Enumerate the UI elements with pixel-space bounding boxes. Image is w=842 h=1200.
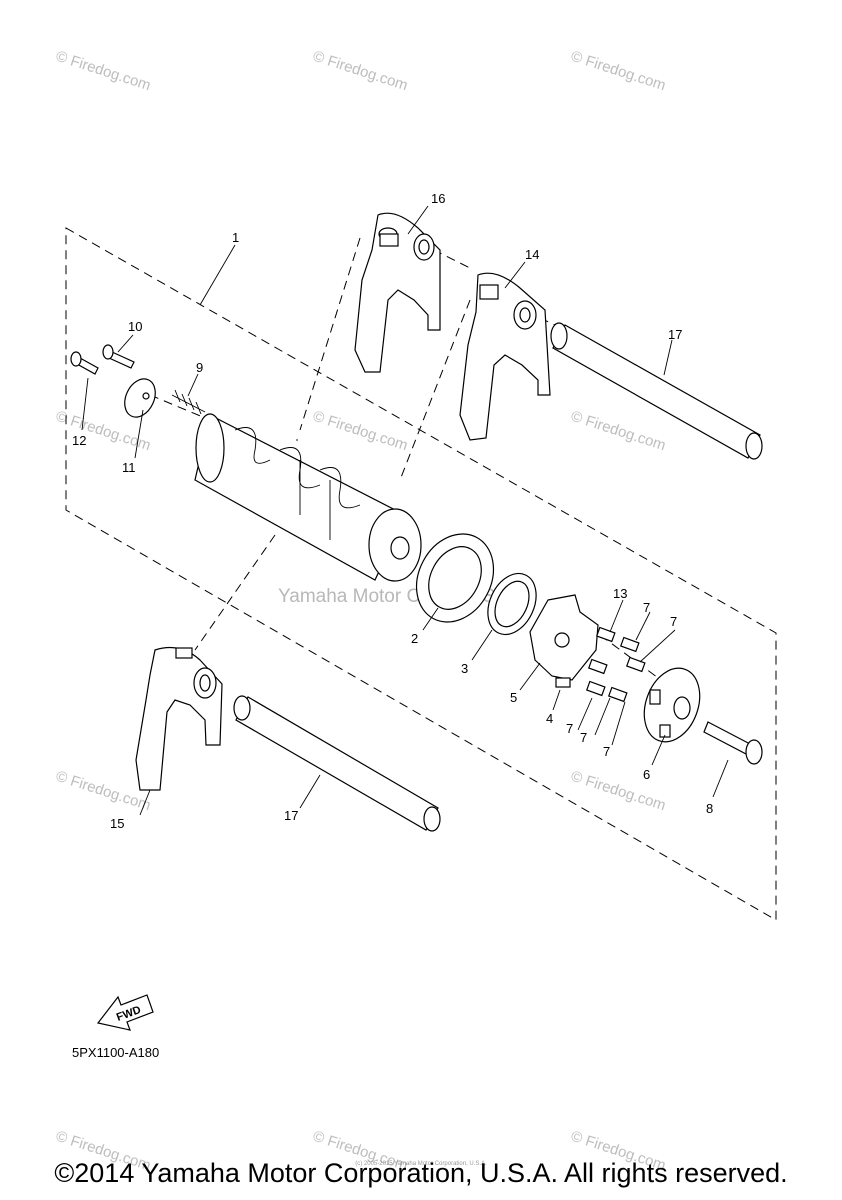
callout-leaders [81,205,729,816]
bearing [415,533,495,623]
callout-1: 1 [232,230,239,245]
callout-16: 16 [431,191,445,206]
diagram-code: 5PX1100-A180 [72,1045,160,1060]
small-parts [70,344,206,418]
shift-cam [643,667,701,743]
shift-shaft-17-lower [233,695,441,832]
callout-4: 4 [546,711,553,726]
pins [586,626,646,703]
segment [529,594,599,688]
shift-drum [194,413,422,582]
screw [703,721,763,765]
callout-3: 3 [461,661,468,676]
copyright-footer: ©2014 Yamaha Motor Corporation, U.S.A. A… [54,1158,788,1188]
callout-7a: 7 [643,600,650,615]
callout-11: 11 [122,460,136,475]
callout-5: 5 [510,690,517,705]
callout-17b: 17 [284,808,298,823]
watermark: © Firedog.com [54,48,153,95]
callout-2: 2 [411,631,418,646]
watermark: © Firedog.com [569,768,668,815]
callout-7e: 7 [603,744,610,759]
shift-shaft-17-upper [550,322,763,460]
callout-9: 9 [196,360,203,375]
callout-14: 14 [525,247,539,262]
watermark: © Firedog.com [569,408,668,455]
watermark: © Firedog.com [311,48,410,95]
callout-17a: 17 [668,327,682,342]
callout-7d: 7 [580,730,587,745]
shift-fork-15 [135,647,223,791]
callout-7c: 7 [566,721,573,736]
callout-8: 8 [706,801,713,816]
callout-13: 13 [613,586,627,601]
shift-fork-16 [354,212,441,373]
callout-7b: 7 [670,614,677,629]
callout-15: 15 [110,816,124,831]
fwd-arrow-icon: FWD [96,994,154,1031]
callout-6: 6 [643,767,650,782]
callout-10: 10 [128,319,142,334]
callout-labels: 1 2 3 4 5 6 7 7 7 7 7 8 9 10 11 12 13 14… [72,191,713,831]
ring [487,572,537,636]
assembly-outline [65,227,777,921]
shift-fork-14 [459,272,551,441]
watermark: © Firedog.com [569,48,668,95]
small-print: (c) 2005-2015 Yamaha Motor Corporation, … [355,1161,487,1167]
callout-12: 12 [72,433,86,448]
watermark: © Firedog.com [311,408,410,455]
